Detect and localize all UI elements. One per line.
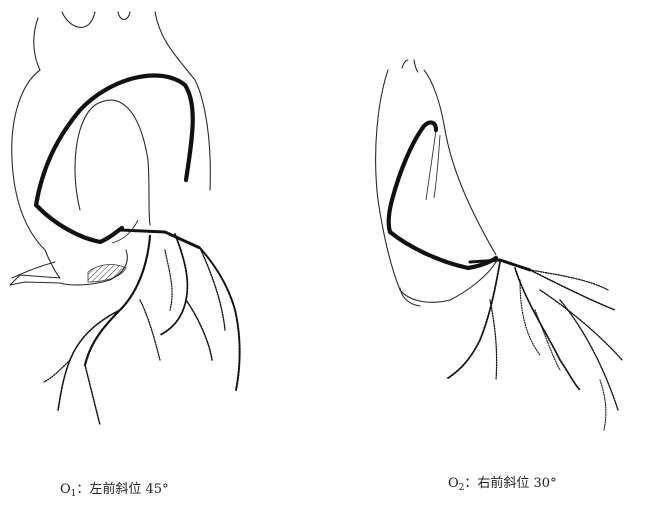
left-label-text: ：左前斜位 45°	[76, 482, 168, 497]
left-label-prefix: O	[60, 482, 71, 497]
right-label-prefix: O	[448, 476, 459, 491]
right-aorta-outline	[376, 60, 496, 306]
right-catheter	[389, 123, 496, 268]
left-aorta-outline	[10, 12, 210, 285]
right-figure-label: O2：右前斜位 30°	[448, 472, 557, 493]
right-label-text: ：右前斜位 30°	[464, 476, 556, 491]
left-coronary-tree	[44, 230, 240, 425]
left-figure-label: O1：左前斜位 45°	[60, 478, 169, 499]
